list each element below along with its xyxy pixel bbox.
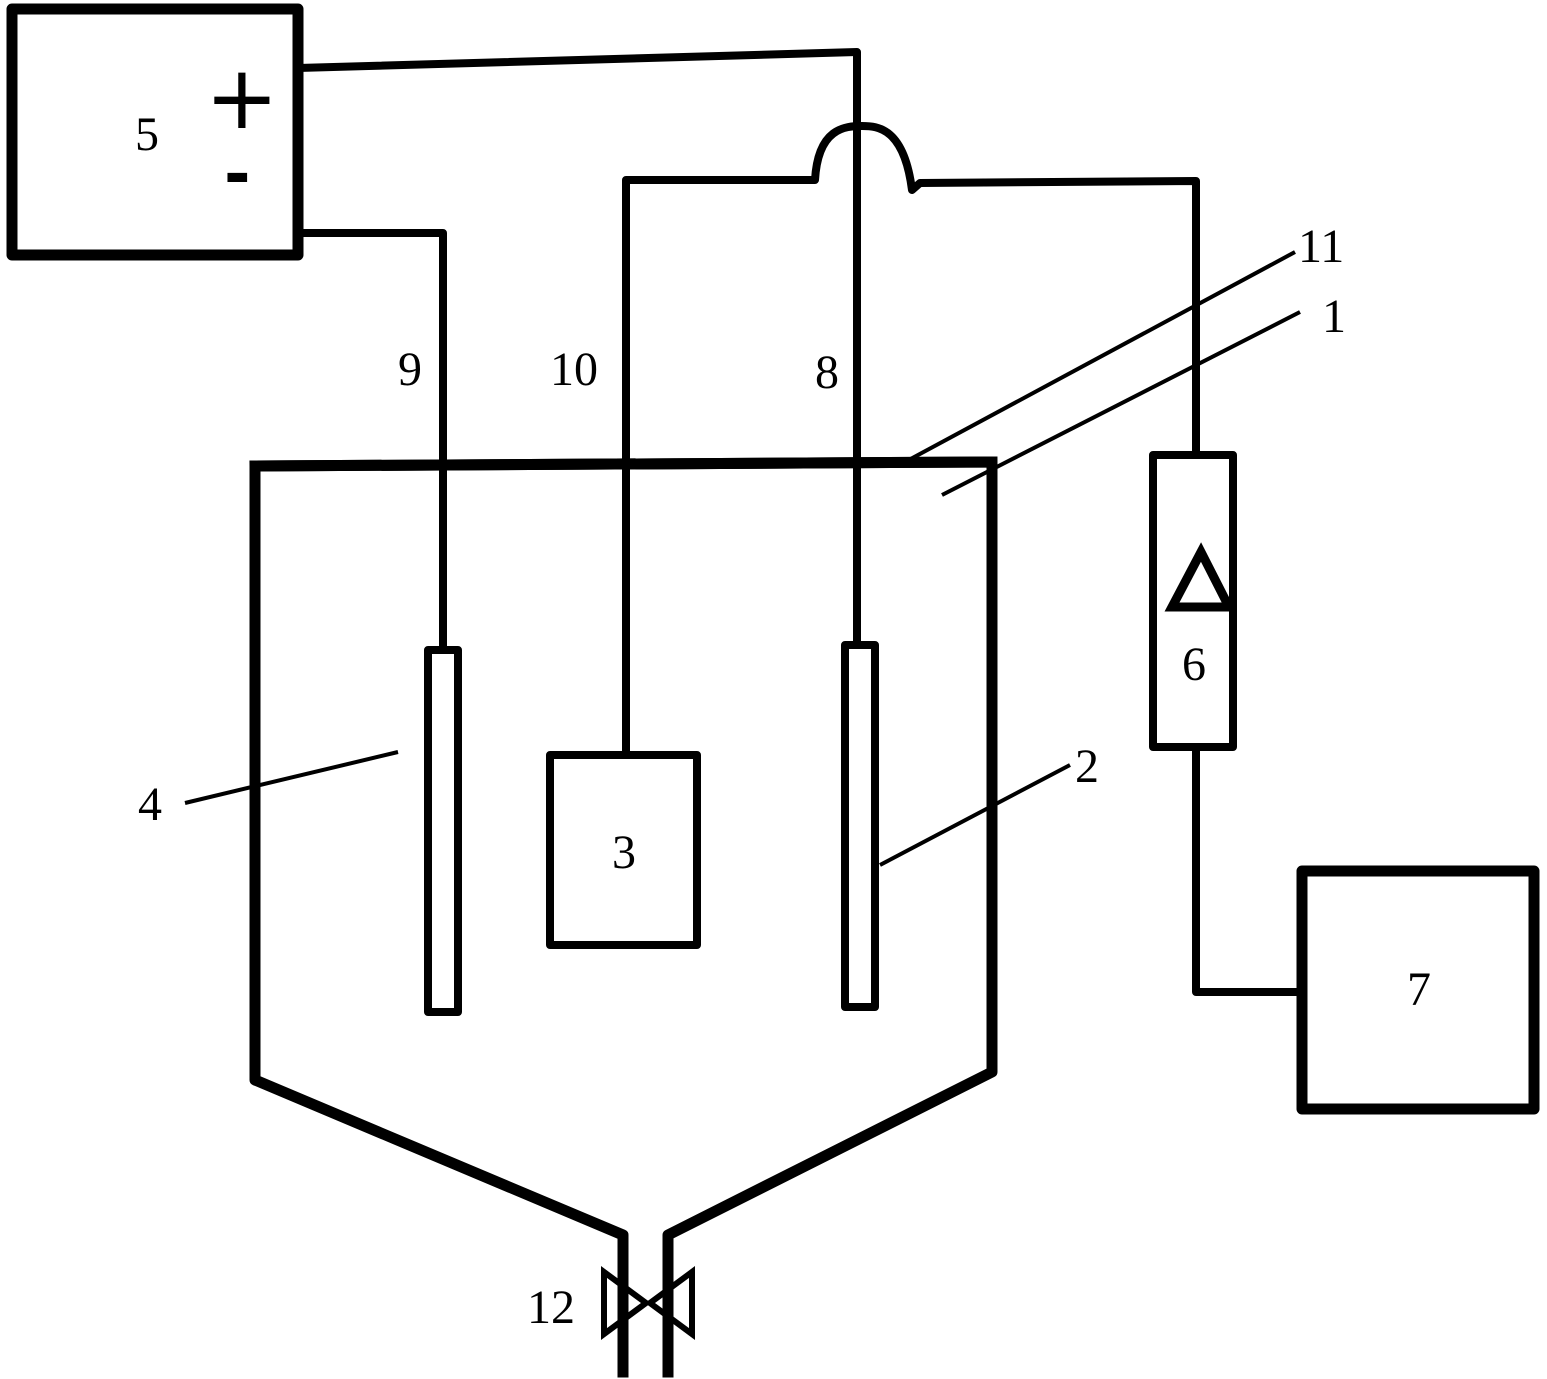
tank-connection-line — [1192, 747, 1302, 996]
pipe-label: 10 — [550, 343, 598, 396]
bowtie-valve-icon — [601, 1266, 695, 1340]
anode-leader-line — [184, 750, 399, 805]
power-supply-label: 5 — [135, 108, 159, 161]
valve-label: 12 — [527, 1281, 575, 1334]
minus-symbol: - — [224, 138, 251, 212]
lid-leader-line — [904, 250, 1296, 464]
block-element — [546, 751, 701, 949]
triangle-icon — [1164, 542, 1237, 612]
anode-label: 4 — [138, 778, 162, 831]
lid-label: 11 — [1298, 220, 1344, 273]
tank-box — [1296, 865, 1540, 1115]
cathode-label: 2 — [1075, 740, 1099, 793]
vessel-label: 1 — [1322, 290, 1346, 343]
negative-wire-label: 9 — [398, 343, 422, 396]
anode-plate — [424, 646, 462, 1016]
block-label: 3 — [612, 826, 636, 879]
plus-symbol: + — [205, 46, 279, 149]
positive-wire-label: 8 — [815, 346, 839, 399]
vessel-lid — [249, 456, 998, 472]
cathode-leader-line — [879, 763, 1071, 867]
negative-wire — [298, 229, 447, 650]
power-supply-box — [6, 3, 304, 261]
flow-unit-label: 6 — [1182, 638, 1206, 691]
positive-wire — [297, 48, 861, 645]
cathode-plate — [841, 641, 879, 1011]
pipe-line — [622, 122, 1200, 752]
tank-label: 7 — [1407, 963, 1431, 1016]
vessel-leader-line — [941, 310, 1301, 497]
